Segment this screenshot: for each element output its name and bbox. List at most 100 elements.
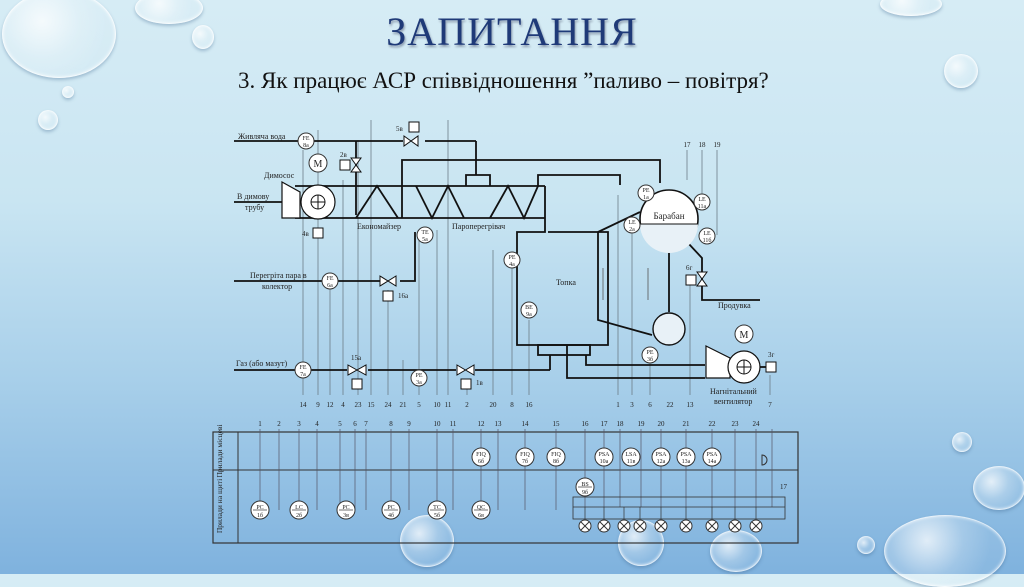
svg-text:13а: 13а — [682, 459, 691, 465]
drum: Барабан — [639, 189, 699, 346]
line-number: 15 — [368, 401, 376, 409]
svg-text:М: М — [740, 330, 749, 341]
svg-text:Перегріта пара в: Перегріта пара в — [250, 271, 307, 280]
svg-text:12а: 12а — [657, 459, 666, 465]
svg-text:FIQ: FIQ — [520, 452, 530, 458]
svg-text:4а: 4а — [509, 262, 515, 268]
svg-text:LE: LE — [628, 220, 636, 226]
signal-lamp-icon — [617, 507, 631, 533]
line-number: 13 — [687, 401, 695, 409]
svg-text:В димову: В димову — [237, 192, 269, 201]
line-number: 11 — [445, 401, 452, 409]
line-number: 12 — [327, 401, 335, 409]
svg-text:4б: 4б — [388, 512, 394, 519]
signal-lamp-icon — [597, 507, 611, 533]
column-number: 16 — [582, 420, 590, 428]
svg-text:3б: 3б — [647, 356, 653, 363]
column-number: 18 — [617, 420, 625, 428]
svg-text:Нагнітальний: Нагнітальний — [710, 387, 758, 396]
svg-text:2б: 2б — [296, 512, 302, 519]
svg-text:11а: 11а — [698, 204, 707, 210]
signal-lamp-icon — [728, 507, 742, 533]
water-drop — [944, 54, 978, 88]
signal-lines — [302, 120, 771, 395]
svg-text:FE: FE — [299, 365, 306, 371]
svg-text:8а: 8а — [303, 143, 309, 149]
column-number: 2 — [277, 420, 281, 428]
svg-text:колектор: колектор — [262, 282, 292, 291]
svg-text:BE: BE — [525, 305, 533, 311]
process-lines — [234, 140, 760, 379]
svg-text:PE: PE — [646, 350, 653, 356]
column-number: 24 — [753, 420, 761, 428]
column-number: 8 — [389, 420, 393, 428]
row-label-local: Прилади місцеві — [215, 424, 224, 477]
svg-text:PC: PC — [256, 505, 263, 511]
water-drop — [62, 86, 74, 98]
svg-text:Пароперегрівач: Пароперегрівач — [452, 222, 505, 231]
svg-text:вентилятор: вентилятор — [714, 397, 752, 406]
bus-label: 17 — [780, 483, 788, 491]
svg-text:PE: PE — [642, 188, 649, 194]
alarm-bus — [572, 496, 786, 520]
line-number: 7 — [768, 401, 772, 409]
svg-text:QC: QC — [477, 505, 485, 511]
motor-label: М — [314, 159, 323, 170]
column-number: 4 — [315, 420, 319, 428]
line-number: 18 — [699, 141, 707, 149]
svg-text:2а: 2а — [629, 227, 635, 233]
svg-text:Газ (або мазут): Газ (або мазут) — [236, 359, 287, 368]
svg-text:PSA: PSA — [706, 452, 718, 458]
signal-lamp-icon — [705, 507, 719, 533]
svg-text:1а: 1а — [643, 195, 649, 201]
signal-lamp-icon — [654, 507, 668, 533]
line-number: 14 — [300, 401, 308, 409]
svg-text:1в: 1в — [476, 379, 484, 387]
svg-text:TC: TC — [433, 505, 441, 511]
svg-text:16а: 16а — [398, 292, 409, 300]
line-number: 16 — [526, 401, 534, 409]
line-number: 8 — [510, 401, 514, 409]
svg-text:FIQ: FIQ — [476, 452, 486, 458]
svg-text:Економайзер: Економайзер — [357, 222, 401, 231]
svg-text:5в: 5в — [396, 125, 404, 133]
lower-drum — [652, 312, 686, 346]
column-number: 10 — [434, 420, 442, 428]
blower-fan: М — [705, 324, 766, 384]
column-number: 14 — [522, 420, 530, 428]
slide-question: 3. Як працює АСР співвідношення ”паливо … — [238, 68, 769, 93]
line-number: 3 — [630, 401, 634, 409]
line-number: 20 — [490, 401, 498, 409]
svg-text:8б: 8б — [553, 458, 559, 465]
line-number: 9 — [316, 401, 320, 409]
svg-text:LE: LE — [703, 231, 711, 237]
svg-text:PC: PC — [342, 505, 349, 511]
svg-text:Топка: Топка — [556, 278, 576, 287]
column-number: 20 — [658, 420, 666, 428]
column-number: 13 — [495, 420, 503, 428]
svg-text:7б: 7б — [522, 458, 528, 465]
line-number: 17 — [684, 141, 692, 149]
svg-text:Живляча вода: Живляча вода — [238, 132, 286, 141]
signal-lamp-icon — [749, 507, 763, 533]
column-number: 19 — [638, 420, 646, 428]
column-number: 22 — [709, 420, 717, 428]
line-number: 6 — [648, 401, 652, 409]
water-drop — [857, 536, 875, 554]
svg-text:PE: PE — [508, 255, 515, 261]
svg-text:10а: 10а — [600, 459, 609, 465]
